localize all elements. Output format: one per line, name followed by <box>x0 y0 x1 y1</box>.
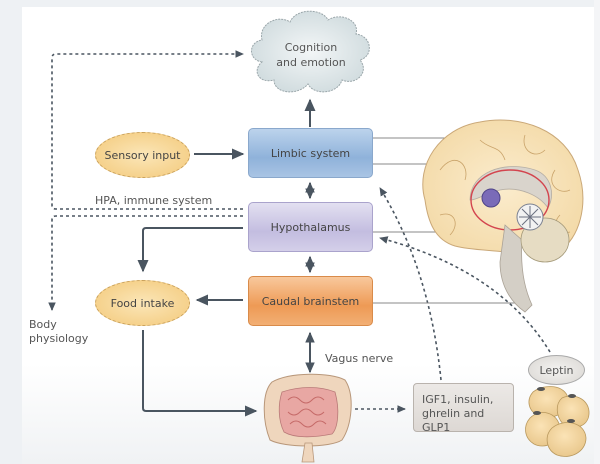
dashed-hpa-to-cognition <box>51 50 244 210</box>
sensory-input-node: Sensory input <box>95 132 190 178</box>
hormones-line2: ghrelin and GLP1 <box>422 407 485 434</box>
hypothalamus-dot <box>481 188 501 208</box>
hpa-label: HPA, immune system <box>95 194 213 207</box>
dashed-hormones-to-limbic <box>379 187 442 381</box>
hormones-node: IGF1, insulin, ghrelin and GLP1 <box>413 383 514 434</box>
brain-illustration <box>422 119 584 313</box>
limbic-system-node: Limbic system <box>248 128 373 178</box>
cognition-cloud <box>251 10 370 93</box>
arrow-hypothalamus-to-food <box>137 227 243 273</box>
leader-caudal <box>373 270 520 304</box>
cognition-node: Cognition and emotion <box>270 40 352 70</box>
body-physiology-label-1: Body <box>29 318 57 331</box>
cognition-line1: Cognition <box>284 41 338 54</box>
arrow-food-to-gut <box>142 330 258 417</box>
fat-cells-illustration <box>525 386 590 457</box>
body-physiology-label-2: physiology <box>29 332 89 345</box>
right-margin <box>594 0 600 464</box>
hormones-line1: IGF1, insulin, <box>422 393 494 406</box>
cognition-line2: and emotion <box>276 56 346 69</box>
dashed-leptin-to-hypothalamus <box>379 236 551 353</box>
caudal-brainstem-node: Caudal brainstem <box>248 276 373 326</box>
food-intake-node: Food intake <box>95 280 190 326</box>
vagus-nerve-label: Vagus nerve <box>325 352 394 365</box>
leptin-node: Leptin <box>528 355 585 385</box>
dashed-to-body-physiology <box>48 215 243 311</box>
hypothalamus-node: Hypothalamus <box>248 202 373 252</box>
gut-illustration <box>263 373 352 463</box>
